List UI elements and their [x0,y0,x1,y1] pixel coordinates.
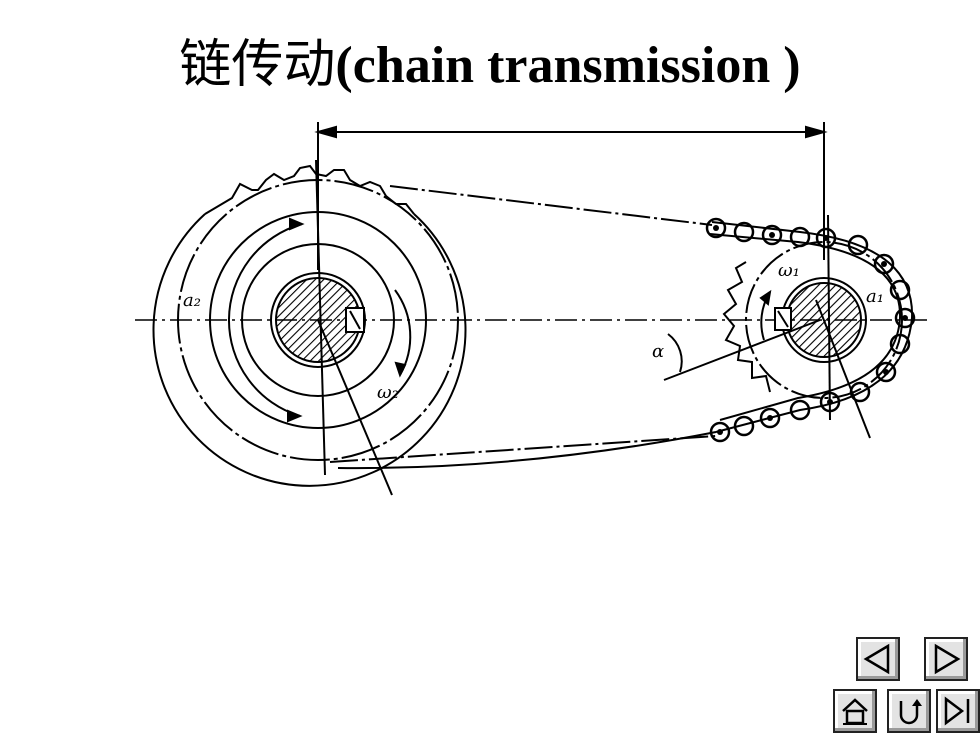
previous-button[interactable] [856,637,900,681]
label-omega2: ω₂ [377,382,399,403]
small-sprocket [663,214,903,439]
next-button[interactable] [924,637,968,681]
center-distance-dimension [314,122,828,270]
page-title: 链传动(chain transmission ) [0,22,980,97]
large-sprocket [152,159,467,496]
title-english: (chain transmission ) [335,37,801,94]
label-a2: a₂ [183,290,201,311]
chain-links [705,217,916,443]
return-button[interactable] [887,689,931,733]
previous-icon [863,643,890,675]
label-alpha: α [652,341,664,362]
chain [329,185,916,470]
label-a1: a₁ [866,286,884,307]
next-icon [934,643,961,675]
return-icon [899,699,922,725]
title-chinese: 链传动 [179,35,336,95]
last-icon [944,696,970,726]
label-omega1: ω₁ [778,260,800,281]
home-icon [842,698,868,725]
home-button[interactable] [833,689,877,733]
last-button[interactable] [936,689,980,733]
